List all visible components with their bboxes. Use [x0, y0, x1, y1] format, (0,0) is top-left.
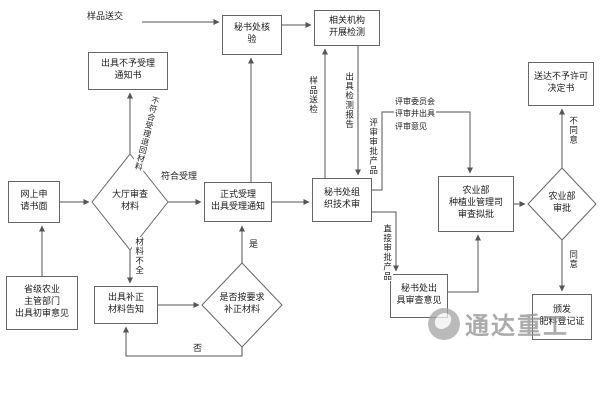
node-deny-decision: 送达不予许可 决定书 — [528, 62, 594, 106]
node-hall-review: 大厅审查 材料 — [111, 190, 148, 212]
node-issue-certificate: 颁发 肥料登记证 — [532, 294, 592, 340]
node-formal-accept: 正式受理 出具受理通知 — [204, 182, 272, 222]
node-testing-org: 相关机构 开展检测 — [314, 10, 380, 46]
node-reject-notice: 出具不予受理 通知书 — [88, 52, 168, 90]
node-ministry-approve: 农业部 审批 — [548, 192, 576, 214]
watermark-text: 通达重工 — [465, 312, 569, 340]
diamond-supplement-check — [201, 262, 283, 348]
node-tech-review: 秘书处组 织技术审 — [312, 178, 372, 222]
edge-label-agree: 同意 — [566, 250, 579, 269]
edge-label-direct-products: 直接审批产品 — [380, 224, 393, 281]
edge-label-committee-products: 评审审批产品 — [366, 118, 379, 175]
edge-label-yes: 是 — [248, 240, 260, 252]
diamond-hall-review — [91, 153, 169, 251]
diamond-ministry-approve — [527, 167, 597, 241]
watermark: 通达重工 — [428, 306, 569, 341]
tongda-logo-icon — [428, 307, 460, 340]
connector-tech-review-committee-to-ministry-dept — [372, 111, 473, 191]
connector-check-no-loop — [123, 326, 243, 357]
node-supplement-notice: 出具补正 材料告知 — [94, 286, 158, 324]
edge-label-sample-test: 样品送检 — [306, 76, 319, 114]
node-secretariat-verify: 秘书处核 验 — [222, 15, 282, 55]
node-online-application: 网上申 请书面 — [8, 181, 60, 223]
edge-label-test-report: 出具检测报告 — [342, 72, 355, 129]
edge-label-no: 否 — [192, 344, 204, 356]
node-supplement-check: 是否按要求 补正材料 — [219, 293, 265, 315]
node-provincial-opinion: 省级农业 主管部门 出具初审意见 — [6, 276, 78, 330]
node-ministry-dept: 农业部 种植业管理司 审查拟批 — [438, 176, 514, 232]
edge-label-sample-submit: 样品送交 — [86, 12, 125, 24]
connector-tech-review-direct-to-opinion — [372, 211, 399, 272]
edge-label-committee: 评审委员会 评审并出具 评审意见 — [394, 96, 436, 134]
connector-opinion-to-ministry-dept — [448, 234, 481, 293]
edge-label-disagree: 不同意 — [566, 116, 579, 145]
edge-label-accepted: 符合受理 — [160, 172, 199, 184]
edge-label-incomplete: 材料不全 — [132, 237, 145, 275]
